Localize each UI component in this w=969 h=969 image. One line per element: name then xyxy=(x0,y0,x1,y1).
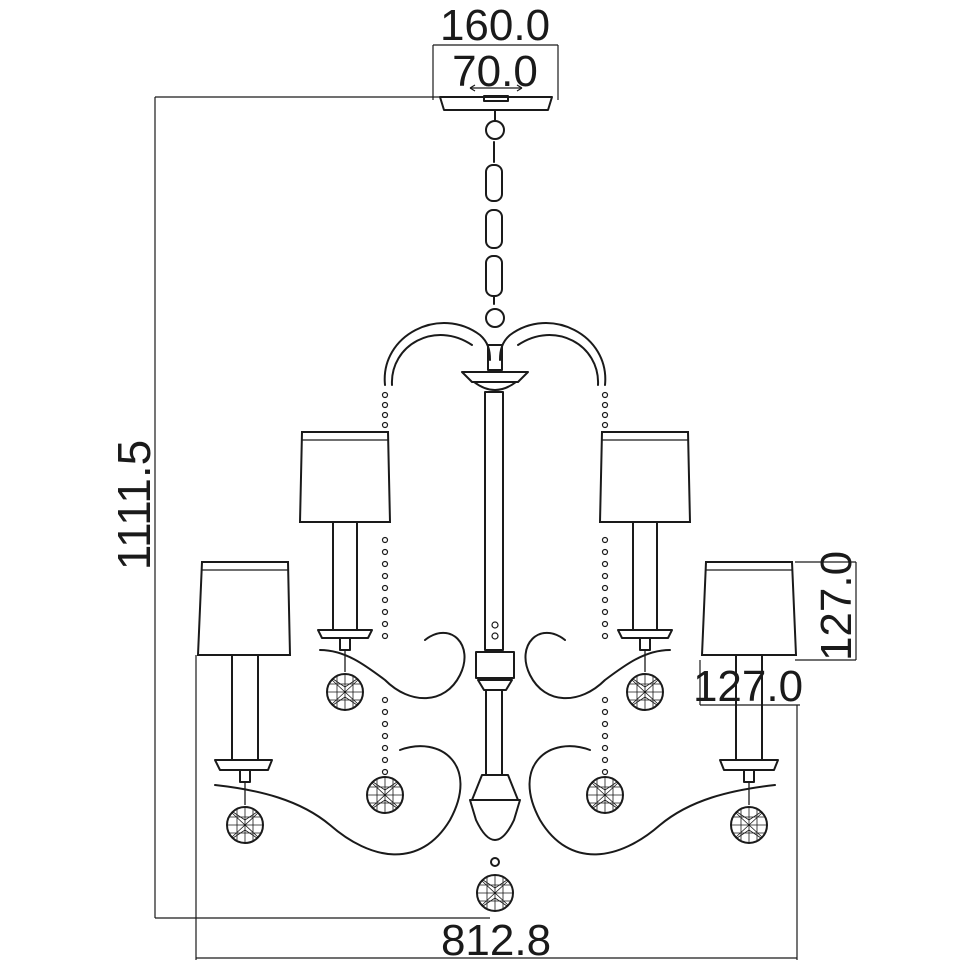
suspension-chain xyxy=(485,109,505,328)
shade-width-label: 127.0 xyxy=(693,662,803,711)
lamp-lower-left xyxy=(196,561,292,783)
dimension-lines xyxy=(154,44,857,960)
ceiling-canopy xyxy=(439,95,553,111)
crystal-pendants xyxy=(226,650,768,912)
canopy-width-label: 160.0 xyxy=(440,1,550,50)
shade-height-label: 127.0 xyxy=(812,551,861,661)
canopy-depth-label: 70.0 xyxy=(452,47,538,96)
center-stem xyxy=(469,391,521,867)
top-crown xyxy=(383,322,607,391)
lamp-lower-right xyxy=(700,561,798,783)
bead-strands xyxy=(381,391,609,776)
lower-arms xyxy=(214,745,776,856)
upper-arms xyxy=(319,631,671,700)
lamp-upper-right xyxy=(598,431,692,651)
overall-width-label: 812.8 xyxy=(441,916,551,965)
overall-height-label: 1111.5 xyxy=(108,440,160,570)
lamp-upper-left xyxy=(298,431,392,651)
